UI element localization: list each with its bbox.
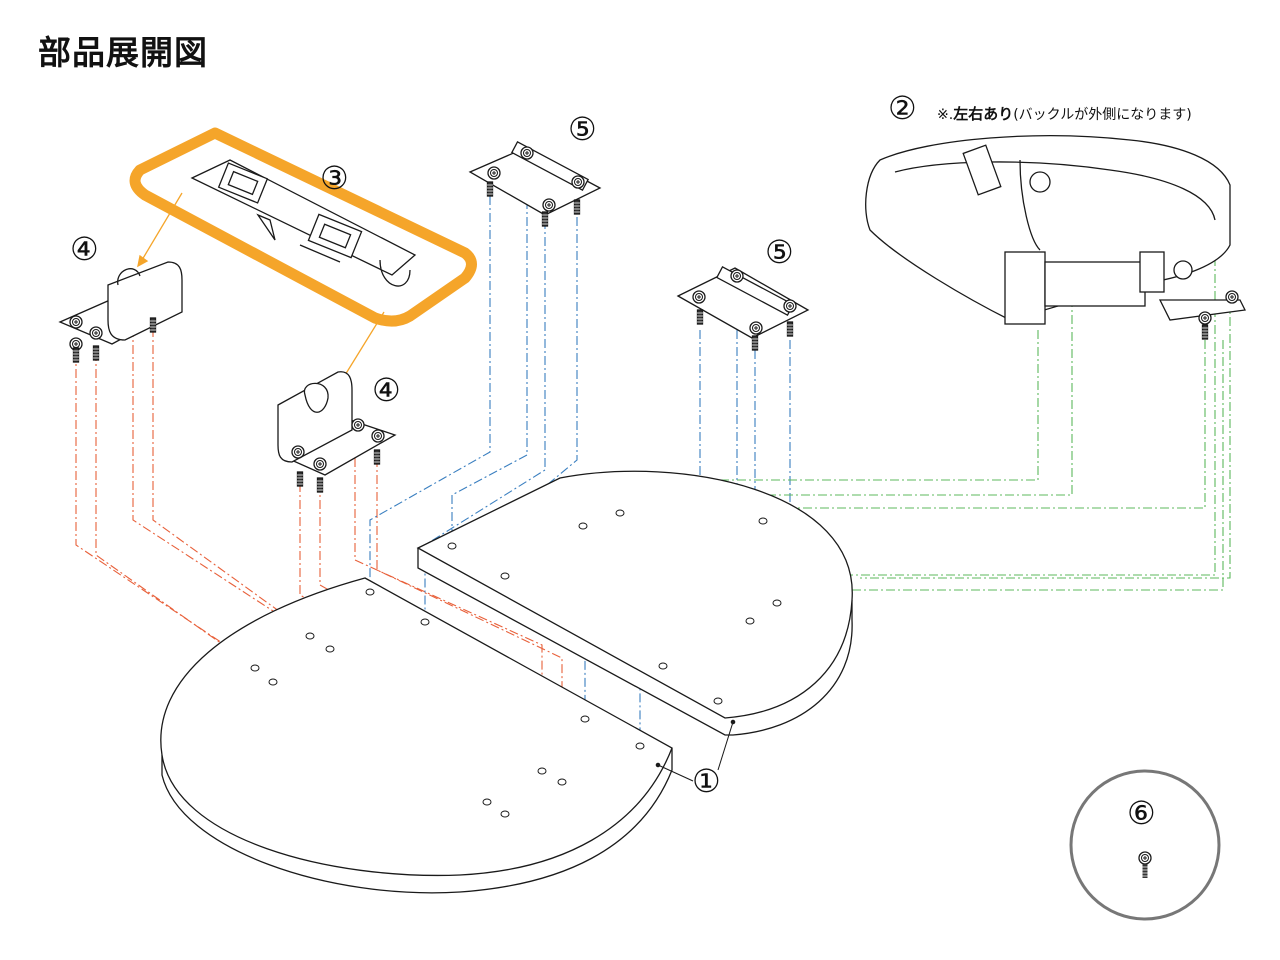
part2-note: ※.左右あり(バックルが外側になります) xyxy=(937,103,1192,124)
bracket-left xyxy=(58,261,183,363)
hinge-right xyxy=(676,266,810,351)
base-board xyxy=(160,470,853,894)
callout-part-5-right: ⑤ xyxy=(765,233,794,271)
callout-part-4-right: ④ xyxy=(372,371,401,409)
strap xyxy=(190,159,417,287)
callout-part-1: ① xyxy=(692,762,721,800)
part1-leaders xyxy=(655,719,736,782)
base-holes xyxy=(250,509,782,818)
belt-buckle xyxy=(865,135,1246,340)
screw-circle-frame xyxy=(1069,769,1221,921)
note-prefix: ※. xyxy=(937,107,954,123)
callout-part-6: ⑥ xyxy=(1127,794,1156,832)
strap-highlight-frame xyxy=(129,127,477,327)
screw-icon xyxy=(1138,851,1152,879)
page-title: 部品展開図 xyxy=(38,33,208,72)
callout-part-3: ③ xyxy=(320,159,349,197)
callout-part-4-left: ④ xyxy=(70,230,99,268)
note-emphasis: 左右あり xyxy=(953,105,1014,123)
note-detail: (バックルが外側になります) xyxy=(1013,107,1192,123)
hinge-top xyxy=(468,141,602,227)
bracket-center xyxy=(277,371,397,493)
callout-part-5-top: ⑤ xyxy=(568,110,597,148)
callout-part-2: ② xyxy=(888,89,917,127)
